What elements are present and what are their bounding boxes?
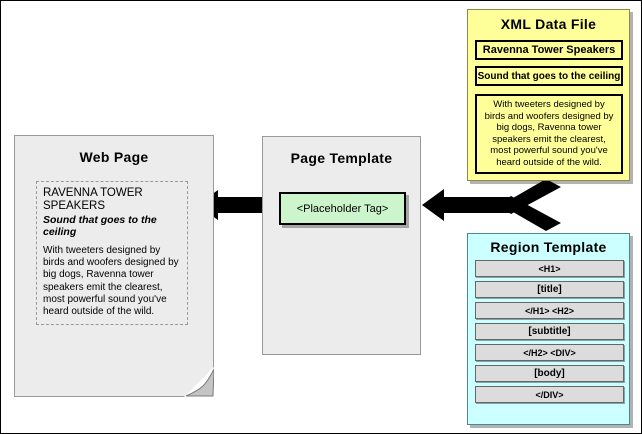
region-template-row[interactable]: </DIV>: [475, 386, 624, 403]
region-template-rows: <H1> [title] </H1> <H2> [subtitle] </H2> <DI…: [475, 260, 624, 407]
page-template-panel: Page Template <Placeholder Tag>: [262, 136, 421, 355]
region-template-row[interactable]: <H1>: [475, 260, 624, 277]
region-template-row[interactable]: </H1> <H2>: [475, 302, 624, 319]
region-template-row[interactable]: [subtitle]: [475, 323, 624, 340]
web-page-heading: RAVENNA TOWER SPEAKERS: [43, 187, 143, 212]
page-curl-icon: [184, 367, 214, 397]
placeholder-tag-box[interactable]: <Placeholder Tag>: [279, 192, 406, 225]
arrow-sources-to-template: [422, 179, 561, 231]
web-page-panel: Web Page RAVENNA TOWER SPEAKERS Sound th…: [14, 135, 214, 397]
xml-field-body: With tweeters designed by birds and woof…: [475, 94, 623, 174]
web-page-subtitle: Sound that goes to the ceiling: [43, 214, 157, 238]
region-template-panel: Region Template <H1> [title] </H1> <H2> [su…: [467, 233, 630, 425]
region-template-row[interactable]: [title]: [475, 281, 624, 298]
xml-data-file-panel: XML Data File Ravenna Tower Speakers Sou…: [467, 9, 630, 181]
page-template-title: Page Template: [290, 150, 393, 166]
web-page-title: Web Page: [79, 149, 149, 165]
xml-field-title: Ravenna Tower Speakers: [475, 40, 623, 60]
web-page-body: With tweeters designed by birds and woof…: [43, 245, 179, 318]
region-template-row[interactable]: </H2> <DIV>: [475, 344, 624, 361]
xml-field-subtitle: Sound that goes to the ceiling: [475, 66, 623, 86]
region-template-row[interactable]: [body]: [475, 365, 624, 382]
web-page-rendered-content: RAVENNA TOWER SPEAKERS Sound that goes t…: [36, 181, 188, 326]
xml-data-file-title: XML Data File: [500, 16, 597, 32]
region-template-title: Region Template: [490, 239, 607, 255]
